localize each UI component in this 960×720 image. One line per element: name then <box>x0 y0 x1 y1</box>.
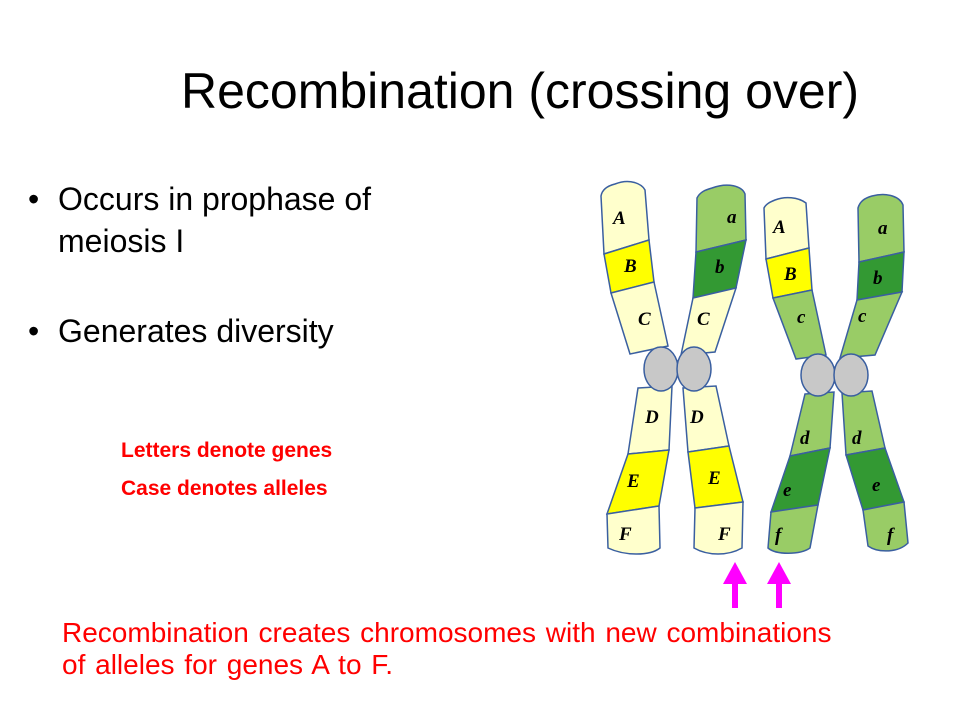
gene-label-c3-0: A <box>772 217 786 238</box>
gene-label-c4-5: f <box>887 525 895 546</box>
gene-label-c2-3: D <box>689 407 704 428</box>
centromere-4 <box>833 353 869 397</box>
gene-label-c4-1: b <box>873 268 883 289</box>
chromatid-2: a b C D E F <box>680 184 747 555</box>
slide-title: Recombination (crossing over) <box>180 63 860 119</box>
note-alleles: Case denotes alleles <box>121 477 328 500</box>
centromere-1 <box>643 346 679 392</box>
note-genes: Letters denote genes <box>121 439 333 462</box>
arrow-up-icon <box>723 562 747 608</box>
gene-label-c4-2: c <box>858 306 867 327</box>
footer-statement: Recombination creates chromosomes with n… <box>62 617 832 680</box>
gene-label-c1-5: F <box>618 524 632 545</box>
gene-label-c2-0: a <box>727 207 737 228</box>
chromatid-4: a b c d e f <box>838 193 909 552</box>
gene-label-c2-2: C <box>697 309 710 330</box>
gene-label-c4-0: a <box>878 218 888 239</box>
gene-label-c1-4: E <box>626 471 640 492</box>
gene-label-c3-2: c <box>797 307 806 328</box>
bullet-diversity: Generates diversity <box>28 310 488 352</box>
legend-notes: Letters denote genes Case denotes allele… <box>121 432 332 508</box>
gene-label-c1-1: B <box>623 256 637 277</box>
gene-label-c3-3: d <box>800 428 810 449</box>
bullet-list: Occurs in prophase of meiosis I Generate… <box>28 178 488 352</box>
chromatid-1: A B C D E F <box>600 180 673 555</box>
gene-label-c3-5: f <box>775 525 783 546</box>
gene-label-c1-3: D <box>644 407 659 428</box>
arrow-up-icon <box>767 562 791 608</box>
gene-label-c4-4: e <box>872 475 881 496</box>
bullet-prophase: Occurs in prophase of meiosis I <box>28 178 488 262</box>
gene-label-c3-1: B <box>783 264 797 285</box>
gene-label-c1-0: A <box>612 208 626 229</box>
centromere-3 <box>800 353 836 397</box>
gene-label-c1-2: C <box>638 309 651 330</box>
centromere-2 <box>676 346 712 392</box>
gene-label-c4-3: d <box>852 428 862 449</box>
gene-label-c2-1: b <box>715 257 725 278</box>
gene-label-c2-5: F <box>717 524 731 545</box>
gene-label-c2-4: E <box>707 468 721 489</box>
gene-label-c3-4: e <box>783 480 792 501</box>
chromatid-3: A B c d e f <box>763 196 835 554</box>
